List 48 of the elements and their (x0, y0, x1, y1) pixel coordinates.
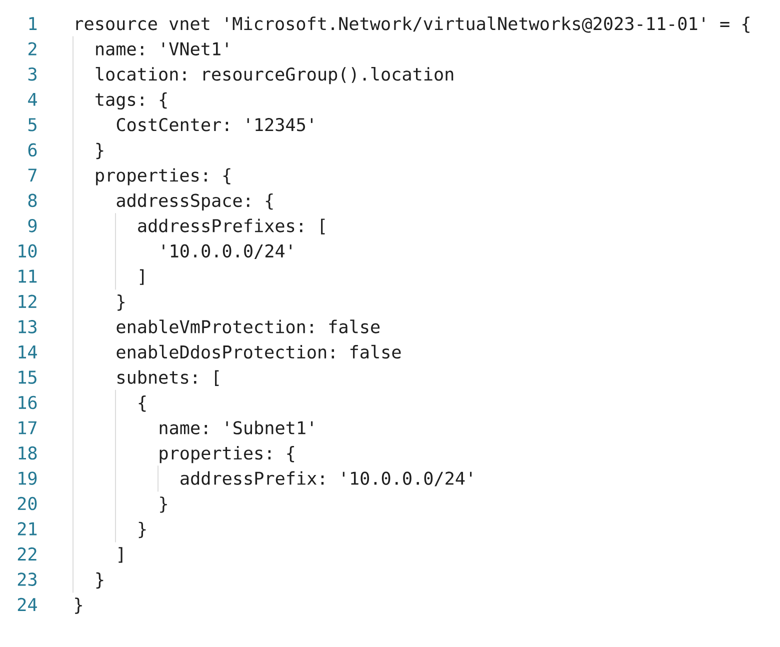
line-number: 19 (18, 472, 37, 485)
line-number: 8 (28, 194, 37, 208)
line-number: 3 (28, 67, 36, 81)
line-number: 22 (18, 547, 36, 560)
line-number: 15 (18, 370, 36, 384)
code-line: } (160, 496, 167, 513)
code-line: subnets: [ (118, 370, 219, 386)
line-number: 10 (18, 244, 37, 258)
code-line: addressSpace: { (116, 193, 273, 210)
code-line: '10.0.0.0/24' (162, 244, 292, 259)
code-line: tags: { (96, 92, 167, 110)
line-number: 9 (28, 219, 37, 232)
line-number: 6 (28, 143, 37, 157)
line-number: 7 (28, 168, 36, 182)
line-number: 4 (28, 92, 37, 106)
code-line: resource vnet 'Microsoft.Network/virtualNetworks@2023-11-01' = { (76, 16, 750, 33)
code-line: location: resourceGroup().location (96, 67, 454, 84)
code-line: name: 'Subnet1' (160, 420, 313, 434)
line-number: 23 (18, 572, 36, 586)
line-number: 21 (18, 522, 37, 536)
code-line: { (138, 396, 146, 412)
line-number: 11 (18, 270, 37, 283)
code-line: properties: { (96, 168, 230, 186)
line-number: 24 (18, 598, 37, 611)
code-line: } (118, 294, 124, 311)
line-number: 17 (18, 421, 36, 434)
line-number: 18 (18, 446, 37, 460)
code-line: enableDdosProtection: false (116, 344, 401, 359)
line-number: 16 (18, 396, 37, 410)
line-number: 13 (18, 320, 36, 334)
line-number: 20 (18, 496, 37, 510)
code-line: CostCenter: '12345' (116, 118, 312, 132)
line-number: 5 (28, 118, 36, 132)
line-number: 2 (28, 42, 36, 56)
code-line: ] (140, 269, 144, 285)
code-line: } (96, 142, 104, 160)
code-line: } (138, 522, 146, 538)
line-number: 12 (18, 294, 36, 308)
code-line: properties: { (160, 446, 294, 464)
code-line: addressPrefix: '10.0.0.0/24' (180, 471, 472, 486)
code-line: enableVmProtection: false (116, 320, 380, 334)
code-line: } (96, 572, 104, 589)
code-line: addressPrefixes: [ (138, 218, 325, 234)
code-line: ] (118, 547, 122, 563)
line-number: 14 (18, 346, 37, 358)
line-number: 1 (29, 17, 37, 30)
code-line: } (75, 598, 82, 614)
code-line: name: 'VNet1' (96, 42, 228, 56)
